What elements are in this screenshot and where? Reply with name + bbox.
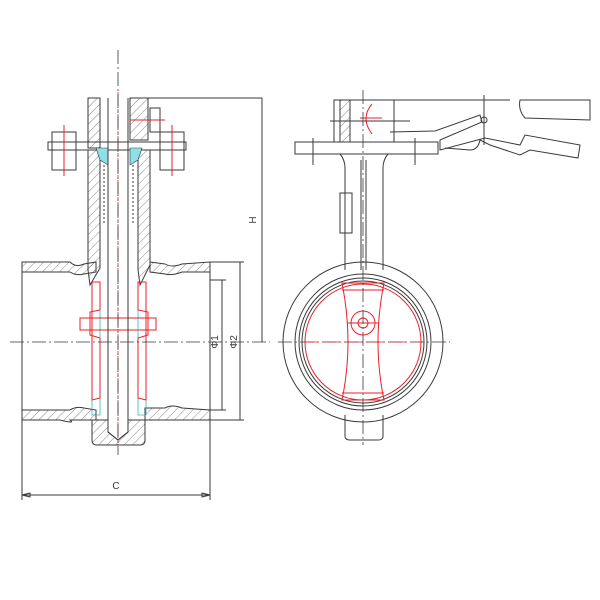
body-top-wall-right — [149, 261, 211, 276]
dimension-h-label: H — [248, 216, 259, 223]
seat-right — [137, 281, 147, 416]
dimension-d1-label: Φ1 — [210, 335, 221, 349]
nameplate — [339, 192, 353, 234]
lever — [389, 114, 581, 159]
seat-left — [91, 281, 101, 416]
packing-right — [129, 147, 143, 166]
side-neck — [339, 153, 389, 270]
front-section-view: H Φ1 Φ2 C — [10, 50, 270, 500]
neck-right — [137, 149, 151, 287]
handle — [519, 99, 591, 121]
bottom-boss — [91, 419, 146, 446]
body-bottom-wall — [21, 406, 97, 423]
side-view — [278, 90, 591, 445]
top-tube-left — [87, 97, 101, 149]
flange — [47, 141, 187, 151]
dimension-c-label: C — [112, 481, 119, 492]
body-bottom-wall-right — [144, 405, 211, 421]
neck-left — [87, 149, 101, 287]
body-top-wall — [21, 261, 97, 276]
bottom-lug — [344, 415, 384, 441]
top-tube-right — [129, 97, 149, 141]
side-flange — [294, 141, 439, 155]
disc-hub — [89, 281, 149, 401]
dimension-d2-label: Φ2 — [229, 335, 240, 349]
